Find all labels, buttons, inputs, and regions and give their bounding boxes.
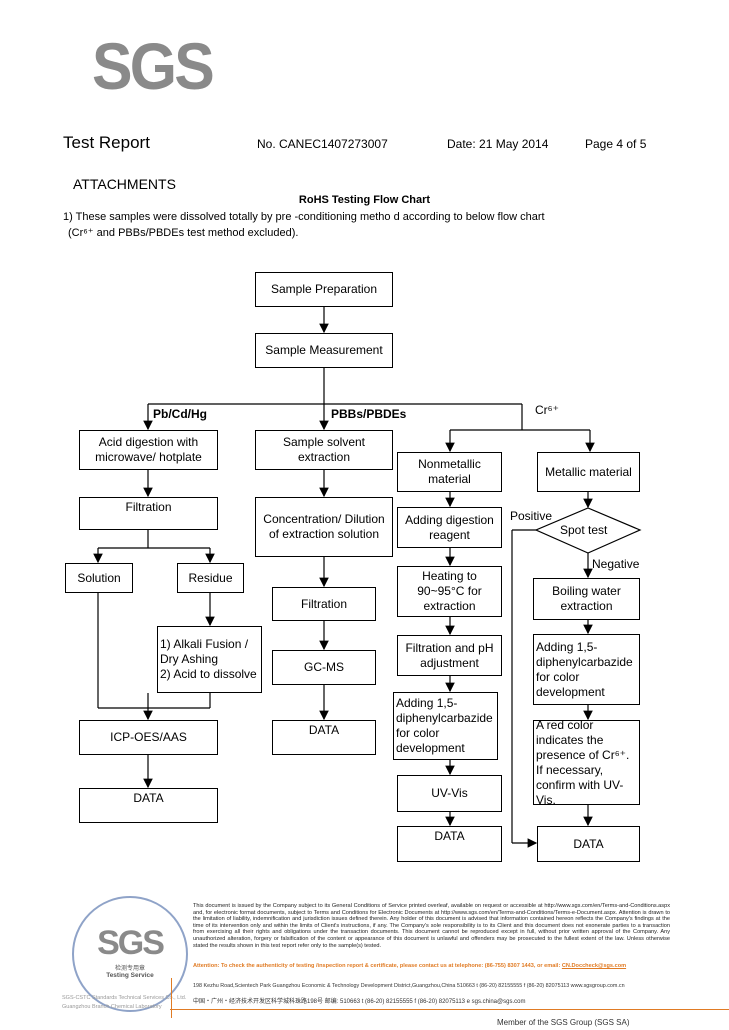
box-concentration: Concentration/ Dilution of extraction so… xyxy=(255,497,393,557)
box-uv-vis: UV-Vis xyxy=(397,775,502,812)
disclaimer: This document is issued by the Company s… xyxy=(193,903,670,949)
intro-line-1: 1) These samples were dissolved totally … xyxy=(63,211,545,223)
box-data-2: DATA xyxy=(272,720,376,755)
report-title: Test Report xyxy=(63,133,150,152)
box-adding-carbazide-2: Adding 1,5-diphenylcarbazide for color d… xyxy=(533,634,640,705)
spot-test-label: Spot test xyxy=(560,523,608,537)
box-solvent-extraction: Sample solvent extraction xyxy=(255,430,393,470)
box-heating: Heating to 90~95°C for extraction xyxy=(397,566,502,617)
testing-service-stamp: SGS 检测专用章 Testing Service xyxy=(72,896,188,1012)
label-negative: Negative xyxy=(592,557,640,571)
box-gc-ms: GC-MS xyxy=(272,650,376,685)
box-solution: Solution xyxy=(65,563,133,593)
box-red-color: A red color indicates the presence of Cr… xyxy=(533,718,640,807)
sgs-logo: SGS xyxy=(92,29,215,103)
footer-rule xyxy=(170,1009,729,1010)
box-filtration-1: Filtration xyxy=(79,497,218,530)
box-acid-digestion: Acid digestion with microwave/ hotplate xyxy=(79,430,218,470)
company-name: SGS-CSTC Standards Technical Services Co… xyxy=(62,995,187,1001)
member-line: Member of the SGS Group (SGS SA) xyxy=(497,1018,630,1027)
flow-chart-title: RoHS Testing Flow Chart xyxy=(298,194,431,206)
intro-line-2: (Cr⁶⁺ and PBBs/PBDEs test method exclude… xyxy=(68,227,299,239)
label-cr6: Cr⁶⁺ xyxy=(535,403,559,417)
attention-text: Attention: To check the authenticity of … xyxy=(193,963,562,969)
box-filtration-ph: Filtration and pH adjustment xyxy=(397,635,502,676)
box-residue: Residue xyxy=(177,563,244,593)
box-sample-preparation: Sample Preparation xyxy=(255,272,393,307)
spot-test-diamond xyxy=(534,507,642,554)
stamp-service: Testing Service xyxy=(106,972,154,979)
stamp-logo: SGS xyxy=(97,924,165,962)
stamp-sub: 检测专用章 xyxy=(114,966,145,972)
box-sample-measurement: Sample Measurement xyxy=(255,333,393,368)
footer-rule-vertical xyxy=(171,978,172,1018)
address-cn: 中国・广州・经济技术开发区科学城科珠路198号 邮编: 510663 t (86… xyxy=(193,999,526,1005)
address-en: 198 Kezhu Road,Scientech Park Guangzhou … xyxy=(193,983,625,989)
box-digestion-reagent: Adding digestion reagent xyxy=(397,507,502,548)
box-adding-carbazide-1: Adding 1,5-diphenylcarbazide for color d… xyxy=(393,692,498,760)
box-metallic: Metallic material xyxy=(537,452,640,492)
box-data-4: DATA xyxy=(537,826,640,862)
box-data-3: DATA xyxy=(397,826,502,862)
label-positive: Positive xyxy=(510,509,553,523)
report-number: No. CANEC1407273007 xyxy=(257,137,388,151)
box-nonmetallic: Nonmetallic material xyxy=(397,452,502,492)
label-pb-cd-hg: Pb/Cd/Hg xyxy=(153,407,207,421)
label-pbbs-pbdes: PBBs/PBDEs xyxy=(331,407,407,421)
box-residue-steps: 1) Alkali Fusion / Dry Ashing 2) Acid to… xyxy=(157,626,262,693)
box-data-1: DATA xyxy=(79,788,218,823)
company-lab: Guangzhou Branch Chemical Laboratory xyxy=(62,1004,162,1010)
report-date: Date: 21 May 2014 xyxy=(447,137,549,151)
attention-note: Attention: To check the authenticity of … xyxy=(193,963,670,970)
section-heading: ATTACHMENTS xyxy=(73,176,176,192)
box-filtration-2: Filtration xyxy=(272,587,376,621)
box-boiling-water: Boiling water extraction xyxy=(533,578,640,620)
page-number: Page 4 of 5 xyxy=(585,137,647,151)
box-icp: ICP-OES/AAS xyxy=(79,720,218,755)
email-link[interactable]: CN.Doccheck@sgs.com xyxy=(561,963,627,969)
